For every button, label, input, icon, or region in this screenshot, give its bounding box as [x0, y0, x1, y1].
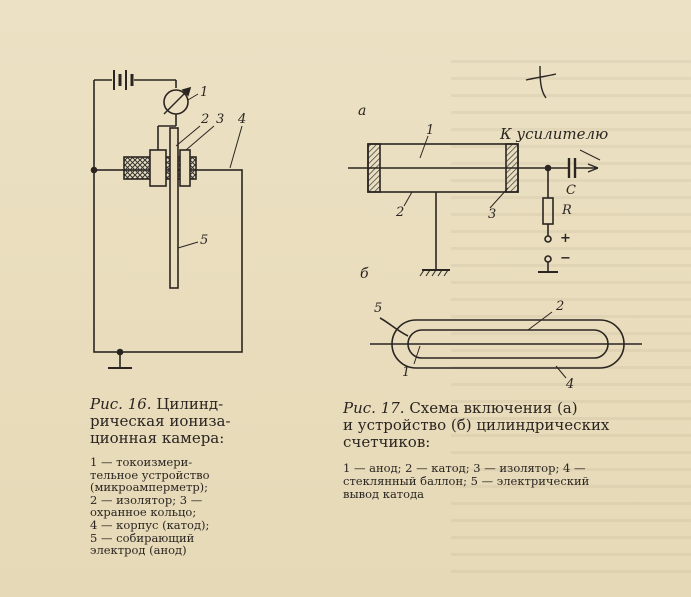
fig17-caption: Рис. 17. Схема включения (а) и устройств… — [343, 400, 643, 451]
fig16-label-4: 4 — [238, 112, 247, 127]
fig17a-amp-pointer — [579, 149, 601, 161]
fig17b-label-5: 5 — [374, 301, 383, 316]
fig16-label-3-leader — [185, 125, 215, 151]
fig16-caption-line1: Цилинд- — [156, 395, 224, 413]
fig17a-label-2: 2 — [396, 205, 405, 220]
fig17-legend-line: вывод катода — [343, 487, 425, 501]
fig17-caption-line1: Схема включения (а) — [409, 399, 578, 417]
fig16-legend-line: 5 — собирающий — [90, 530, 195, 545]
fig17b-label-1-leader — [413, 345, 421, 365]
fig17b-label-2-leader — [527, 311, 553, 331]
fig17b-part-label: б — [360, 266, 369, 282]
fig17b-cathode-lead — [379, 317, 409, 337]
fig17a-part-label: а — [358, 103, 367, 119]
fig17a-minus-label: − — [560, 251, 571, 266]
fig16-legend-line: 4 — корпус (катод); — [90, 517, 210, 532]
fig17a-minus-terminal — [544, 255, 552, 263]
fig17-caption-line3: счетчиков: — [343, 433, 431, 451]
fig16-caption-line3: ционная камера: — [90, 429, 225, 447]
fig17-caption-line2: и устройство (б) цилиндрических — [343, 416, 610, 434]
fig17-legend: 1 — анод; 2 — катод; 3 — изолятор; 4 — с… — [343, 462, 643, 501]
fig16-guard-ring-right — [179, 149, 191, 187]
fig16-label-4-leader — [229, 125, 243, 169]
fig17b-diagram — [370, 311, 642, 379]
fig16-legend-line: электрод (анод) — [90, 543, 187, 558]
fig17a-label-1: 1 — [426, 123, 435, 138]
fig16-label-1: 1 — [200, 85, 209, 100]
fig17a-resistor — [542, 197, 554, 225]
fig16-label-5-leader — [177, 241, 199, 249]
fig17a-label-2-leader — [403, 191, 413, 207]
fig17a-plus-label: + — [560, 231, 571, 246]
fig17a-amp-arrowhead — [587, 163, 599, 173]
fig17a-diagram — [348, 65, 601, 277]
fig16-legend-line: тельное устройство — [90, 467, 210, 482]
fig16-label-5: 5 — [200, 233, 209, 248]
fig17a-res-label: R — [562, 203, 572, 218]
fig17a-label-3: 3 — [488, 207, 497, 222]
fig16-guard-ring — [149, 149, 167, 187]
fig16-housing-cathode — [93, 169, 243, 353]
fig17a-plus-terminal — [544, 235, 552, 243]
fig16-label-2-leader — [175, 125, 201, 147]
fig16-meter-arrowhead — [181, 86, 192, 97]
fig16-caption-line2: рическая иониза- — [90, 412, 231, 430]
pen-mark — [525, 65, 557, 99]
fig17a-amp-label: К усилителю — [500, 125, 609, 143]
fig17a-label-3-leader — [489, 187, 509, 209]
fig17a-cap-label: С — [566, 183, 576, 198]
fig17-legend-line: 1 — анод; 2 — катод; 3 — изолятор; 4 — — [343, 461, 586, 475]
fig17b-label-2: 2 — [556, 299, 565, 314]
fig16-diagram — [90, 70, 243, 369]
fig17b-label-4: 4 — [566, 377, 575, 392]
fig17-legend-line: стеклянный баллон; 5 — электрический — [343, 474, 590, 488]
fig16-legend-line: охранное кольцо; — [90, 505, 197, 520]
fig16-legend-line: 1 — токоизмери- — [90, 455, 193, 469]
fig16-label-1-leader — [187, 93, 199, 101]
fig16-caption-number: Рис. 16. — [90, 395, 152, 413]
fig16-label-2: 2 — [201, 112, 210, 127]
fig16-anode — [169, 127, 179, 289]
fig16-caption: Рис. 16. Цилинд- рическая иониза- ционна… — [90, 396, 265, 447]
fig16-label-3: 3 — [216, 112, 225, 127]
fig16-legend-line: (микроамперметр); — [90, 480, 209, 495]
fig17-caption-number: Рис. 17. — [343, 399, 405, 417]
fig17b-label-4-leader — [555, 365, 567, 379]
fig17b-label-1: 1 — [402, 365, 411, 380]
fig16-legend: 1 — токоизмери- тельное устройство (микр… — [90, 456, 265, 557]
fig16-legend-line: 2 — изолятор; 3 — — [90, 492, 203, 507]
fig17a-label-1-leader — [419, 135, 429, 159]
